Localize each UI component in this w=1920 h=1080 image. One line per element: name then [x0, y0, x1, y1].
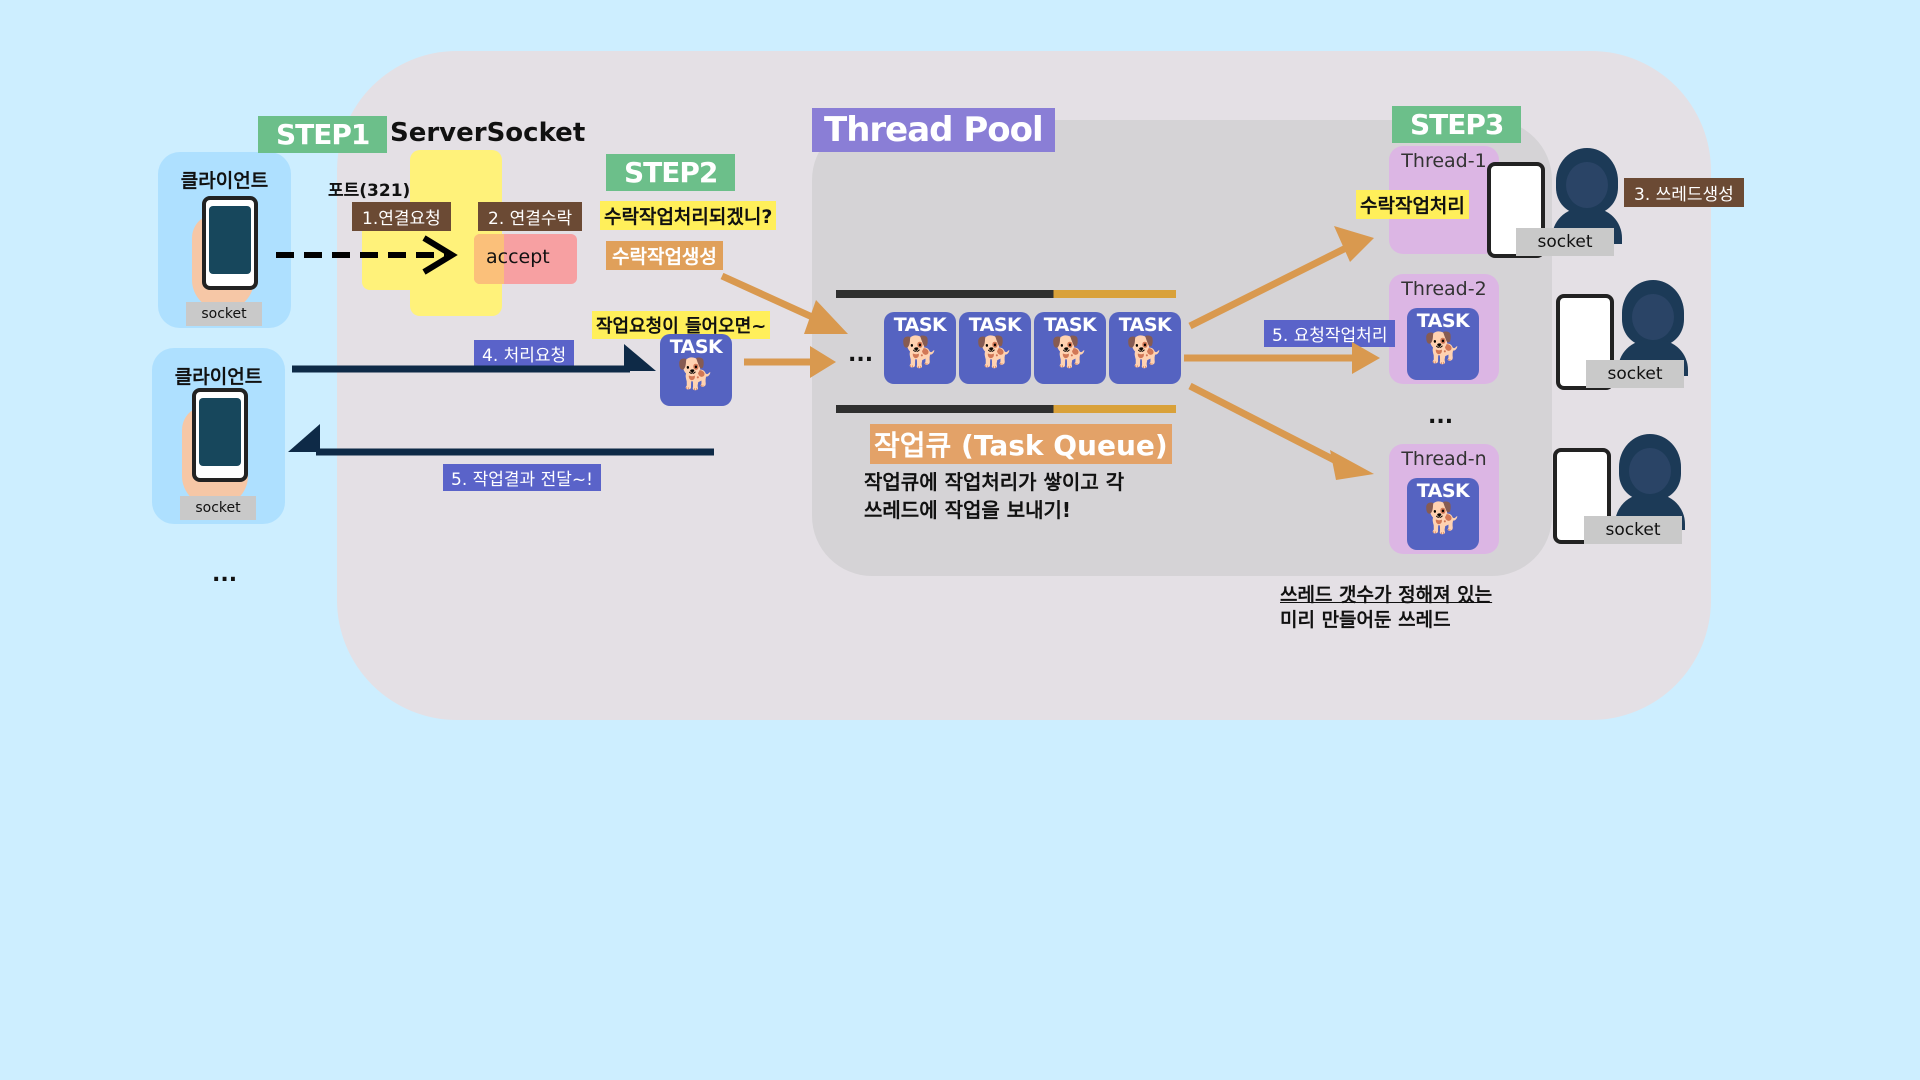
client-card-1: 클라이언트 socket	[158, 152, 291, 328]
connect-accept-label: 2. 연결수락	[478, 202, 583, 231]
thread-n-name: Thread-n	[1401, 448, 1487, 470]
queue-desc-line1: 작업큐에 작업처리가 쌓이고 각	[864, 470, 1125, 494]
queue-task-1: TASK 🐕	[884, 312, 956, 384]
accept-to-queue-arrowhead	[804, 300, 848, 334]
task-label: TASK	[968, 314, 1022, 336]
step2-label: STEP2	[606, 154, 736, 191]
step1-label: STEP1	[258, 116, 388, 153]
dog-icon: 🐕	[976, 335, 1014, 370]
client-card-2: 클라이언트 socket	[152, 348, 285, 524]
thread-n-socket-label: socket	[1584, 516, 1682, 544]
queue-task-3: TASK 🐕	[1034, 312, 1106, 384]
connect-arrowhead	[422, 235, 458, 275]
dog-icon: 🐕	[1051, 335, 1089, 370]
task-label: TASK	[669, 336, 723, 358]
queue-top-bar	[836, 290, 1176, 298]
process-request-label: 4. 처리요청	[474, 340, 575, 367]
thread-n-task: TASK 🐕	[1407, 478, 1479, 550]
thread-2-task: TASK 🐕	[1407, 308, 1479, 380]
clients-ellipsis: ...	[212, 562, 238, 587]
task-label: TASK	[1043, 314, 1097, 336]
task-label: TASK	[1416, 480, 1470, 502]
thread-n-box: Thread-n TASK 🐕	[1389, 444, 1499, 554]
thread-1-socket-label: socket	[1516, 228, 1614, 256]
queue-ellipsis: ...	[848, 342, 874, 367]
request-task-card: TASK 🐕	[660, 334, 732, 406]
server-socket-title: ServerSocket	[390, 118, 586, 148]
queue-to-thread2-arrowhead	[1352, 342, 1380, 374]
phone-icon	[192, 388, 248, 482]
accept-question-label: 수락작업처리되겠니?	[600, 201, 777, 230]
task-label: TASK	[1118, 314, 1172, 336]
task-to-queue-arrowhead	[810, 346, 836, 378]
dog-icon: 🐕	[1424, 331, 1462, 366]
queue-to-thread1-arrow	[1188, 242, 1352, 330]
accept-box: accept	[474, 234, 577, 284]
client-socket-label: socket	[186, 302, 262, 326]
accept-task-create-label: 수락작업생성	[606, 241, 723, 270]
result-arrowhead	[288, 424, 320, 452]
thread-pool-title: Thread Pool	[812, 108, 1055, 152]
queue-desc-line2: 쓰레드에 작업을 보내기!	[864, 498, 1072, 522]
dog-icon: 🐕	[901, 335, 939, 370]
process-request-arrowhead	[624, 344, 656, 371]
dog-icon: 🐕	[1424, 501, 1462, 536]
pool-note-line2: 미리 만들어둔 쓰레드	[1280, 609, 1451, 631]
connect-request-label: 1.연결요청	[352, 202, 451, 231]
port-label: 포트(321)	[328, 181, 411, 201]
queue-to-threadn-arrowhead	[1330, 450, 1374, 480]
thread-2-socket-label: socket	[1586, 360, 1684, 388]
client-title: 클라이언트	[174, 366, 263, 388]
thread-2-box: Thread-2 TASK 🐕	[1389, 274, 1499, 384]
accept-label: accept	[486, 246, 550, 268]
accept-task-process-label: 수락작업처리	[1356, 190, 1469, 219]
queue-task-4: TASK 🐕	[1109, 312, 1181, 384]
create-thread-label: 3. 쓰레드생성	[1624, 178, 1744, 207]
pool-note-line1: 쓰레드 갯수가 정해져 있는	[1280, 584, 1493, 606]
task-queue-title: 작업큐 (Task Queue)	[870, 424, 1172, 464]
threads-ellipsis: ...	[1428, 404, 1454, 429]
task-label: TASK	[1416, 310, 1470, 332]
task-label: TASK	[893, 314, 947, 336]
queue-task-2: TASK 🐕	[959, 312, 1031, 384]
queue-to-threadn-arrow	[1188, 382, 1348, 470]
worker-2-icon	[1618, 280, 1688, 376]
queue-to-thread1-arrowhead	[1334, 226, 1374, 262]
request-task-process-label: 5. 요청작업처리	[1264, 320, 1396, 347]
dog-icon: 🐕	[677, 357, 715, 392]
thread-1-name: Thread-1	[1401, 150, 1487, 172]
phone-icon	[202, 196, 258, 290]
thread-2-name: Thread-2	[1401, 278, 1487, 300]
client-socket-label: socket	[180, 496, 256, 520]
step3-label: STEP3	[1392, 106, 1522, 143]
dog-icon: 🐕	[1126, 335, 1164, 370]
queue-bottom-bar	[836, 405, 1176, 413]
client-title: 클라이언트	[180, 170, 269, 192]
result-delivery-label: 5. 작업결과 전달~!	[443, 464, 601, 491]
